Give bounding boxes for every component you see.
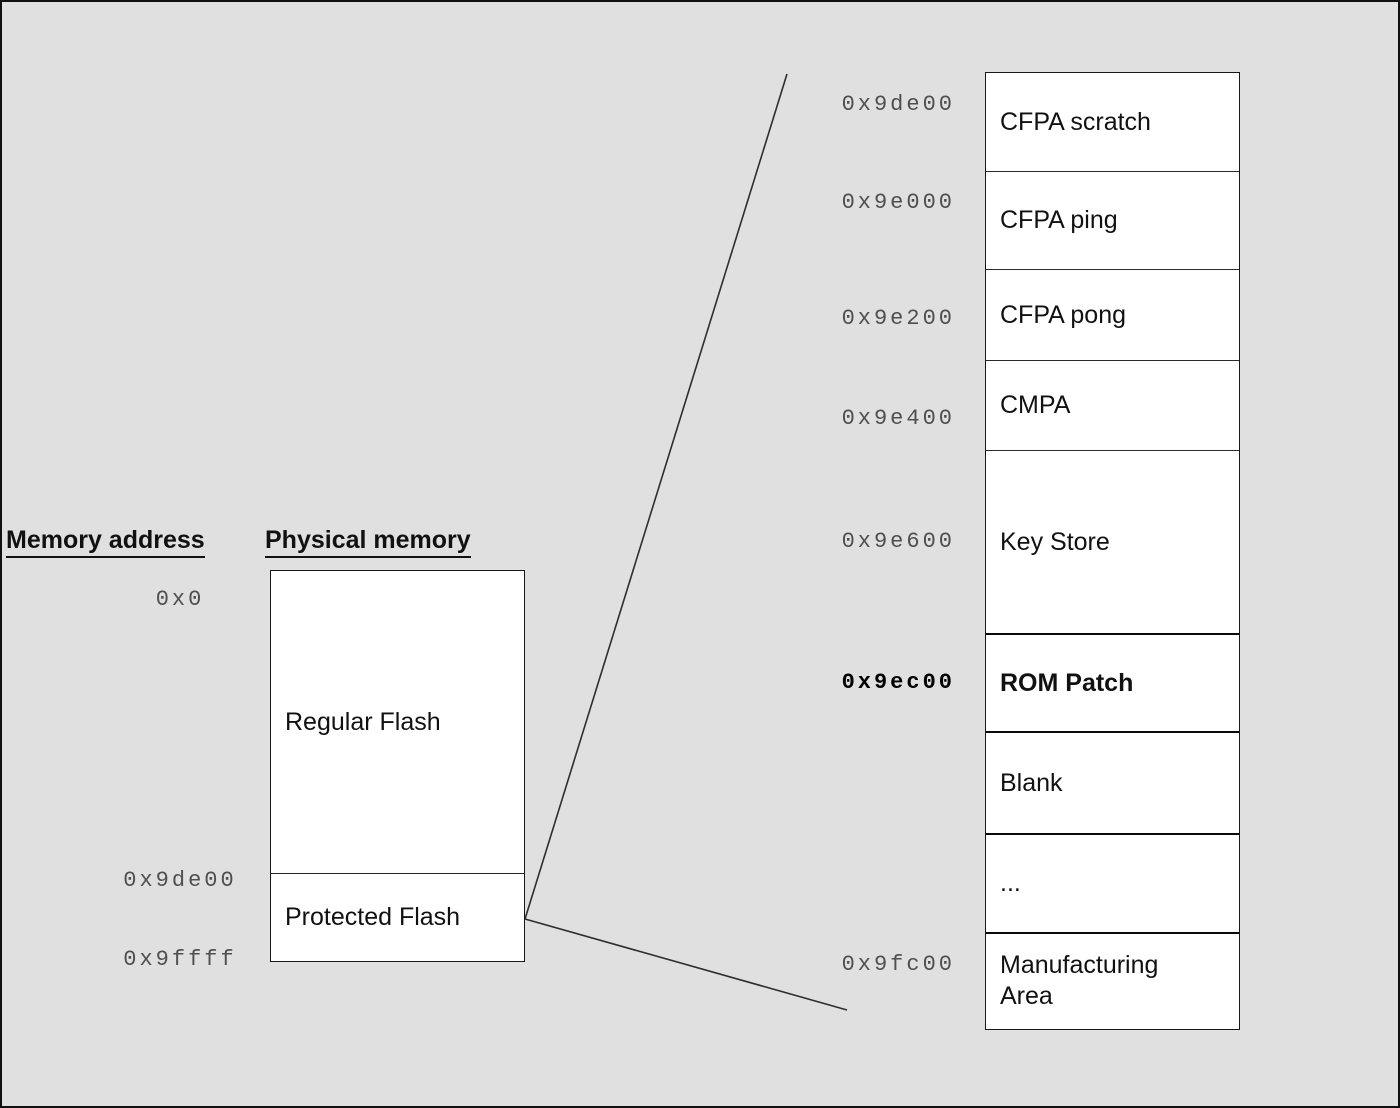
address-label-0x9ffff: 0x9ffff bbox=[123, 947, 237, 972]
region-protected-flash: Protected Flash bbox=[271, 873, 524, 961]
address-label-0x9e400: 0x9e400 bbox=[841, 406, 955, 431]
detail-row-rom-patch: ROM Patch bbox=[986, 633, 1239, 731]
detail-row-blank: Blank bbox=[986, 731, 1239, 833]
detail-row-label: CMPA bbox=[1000, 391, 1071, 419]
detail-row-cfpa-ping: CFPA ping bbox=[986, 171, 1239, 269]
detail-row-label: CFPA ping bbox=[1000, 206, 1118, 234]
detail-row-label: ... bbox=[1000, 869, 1021, 897]
address-label-0x9ec00: 0x9ec00 bbox=[841, 670, 955, 695]
address-label-0x9e000: 0x9e000 bbox=[841, 190, 955, 215]
address-label-0x0: 0x0 bbox=[155, 587, 205, 612]
detail-row-label: Manufacturing Area bbox=[1000, 951, 1159, 1010]
detail-row-key-store: Key Store bbox=[986, 450, 1239, 633]
detail-row-ellipsis: ... bbox=[986, 833, 1239, 932]
protected-flash-label: Protected Flash bbox=[285, 903, 461, 931]
physical-memory-header: Physical memory bbox=[265, 526, 471, 558]
protected-flash-detail-box: CFPA scratch CFPA ping CFPA pong CMPA Ke… bbox=[985, 72, 1240, 1030]
physical-memory-header-text: Physical memory bbox=[265, 526, 471, 558]
detail-row-label: ROM Patch bbox=[1000, 668, 1134, 697]
address-label-0x9de00: 0x9de00 bbox=[841, 92, 955, 117]
detail-row-label: Key Store bbox=[1000, 527, 1110, 556]
detail-row-manufacturing-area: Manufacturing Area bbox=[986, 932, 1239, 1028]
regular-flash-label: Regular Flash bbox=[285, 707, 441, 736]
memory-address-header: Memory address bbox=[6, 526, 205, 558]
detail-row-cmpa: CMPA bbox=[986, 360, 1239, 450]
physical-memory-box: Regular Flash Protected Flash bbox=[270, 570, 525, 962]
address-label-0x9fc00: 0x9fc00 bbox=[841, 952, 955, 977]
detail-row-label: CFPA pong bbox=[1000, 300, 1127, 329]
connector-line-top bbox=[524, 73, 788, 920]
detail-row-cfpa-scratch: CFPA scratch bbox=[986, 73, 1239, 171]
address-label-0x9e600: 0x9e600 bbox=[841, 529, 955, 554]
detail-row-label: CFPA scratch bbox=[1000, 107, 1151, 136]
address-label-0x9de00-left: 0x9de00 bbox=[123, 868, 237, 893]
memory-address-header-text: Memory address bbox=[6, 526, 205, 558]
detail-row-cfpa-pong: CFPA pong bbox=[986, 269, 1239, 360]
region-regular-flash: Regular Flash bbox=[271, 571, 524, 873]
detail-row-label: Blank bbox=[1000, 768, 1063, 797]
address-label-0x9e200: 0x9e200 bbox=[841, 306, 955, 331]
